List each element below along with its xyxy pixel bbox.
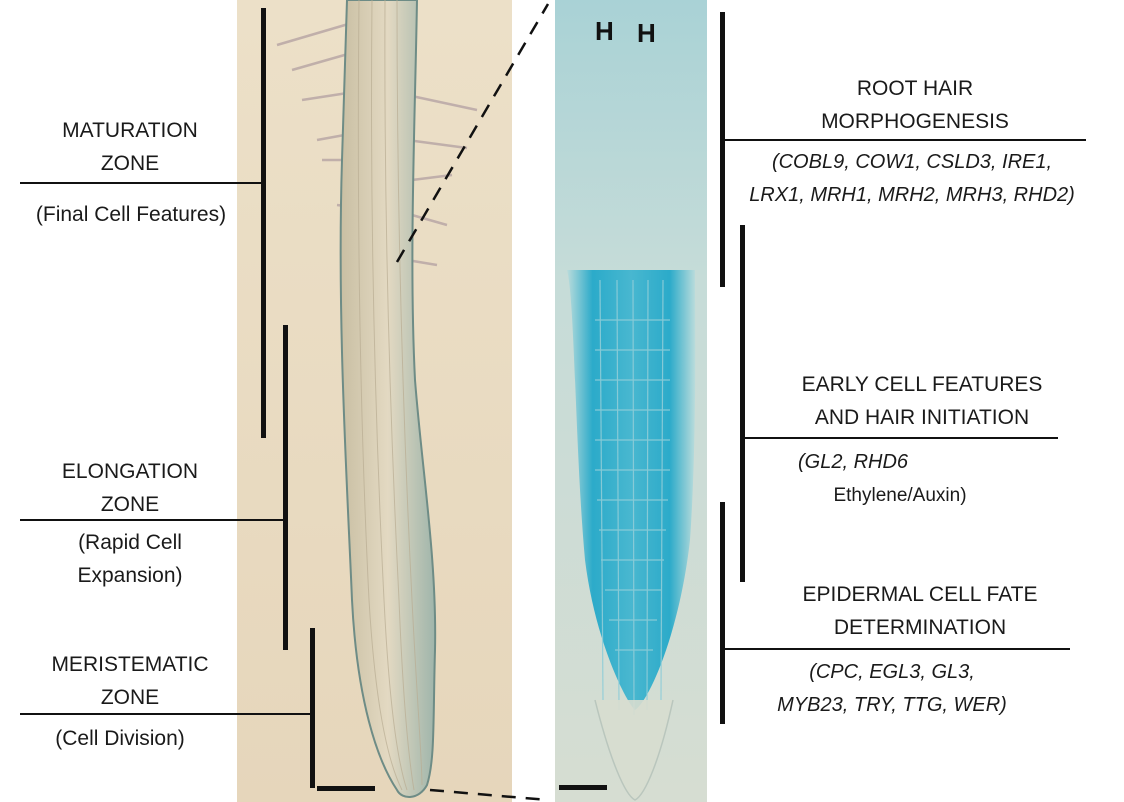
elongation-zone-bar — [283, 325, 288, 650]
epidermal-genes: (CPC, EGL3, GL3, MYB23, TRY, TTG, WER) — [722, 656, 1062, 722]
root-hair-genes: (COBL9, COW1, CSLD3, IRE1, LRX1, MRH1, M… — [722, 146, 1102, 212]
early-cell-genes: (GL2, RHD6 Ethylene/Auxin) — [760, 446, 1000, 512]
maturation-zone-desc: (Final Cell Features) — [0, 198, 262, 231]
meristematic-zone-label: MERISTEMATIC ZONE — [10, 648, 250, 714]
meristematic-zone-bar — [310, 628, 315, 788]
root-hair-divider — [722, 139, 1086, 141]
maturation-divider — [20, 182, 263, 184]
root-hair-label: ROOT HAIR MORPHOGENESIS — [775, 72, 1055, 138]
elongation-zone-desc: (Rapid Cell Expansion) — [10, 526, 250, 592]
maturation-zone-label: MATURATION ZONE — [10, 114, 250, 180]
early-cell-divider — [742, 437, 1058, 439]
early-cell-label: EARLY CELL FEATURES AND HAIR INITIATION — [742, 368, 1102, 434]
meristematic-zone-desc: (Cell Division) — [10, 722, 230, 755]
epidermal-label: EPIDERMAL CELL FATE DETERMINATION — [745, 578, 1095, 644]
elongation-zone-label: ELONGATION ZONE — [10, 455, 250, 521]
epidermal-divider — [722, 648, 1070, 650]
